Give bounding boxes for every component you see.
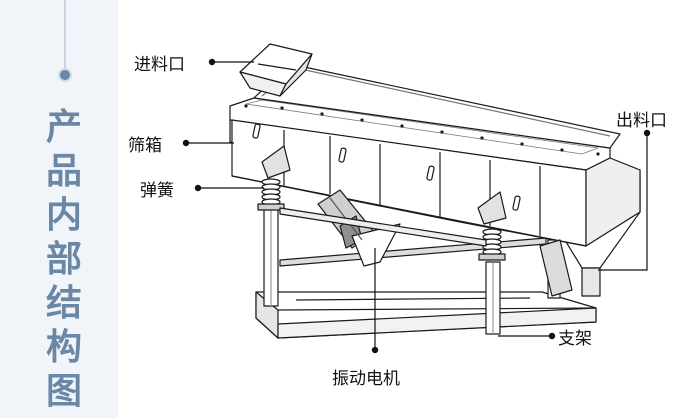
dot-icon	[194, 184, 202, 192]
dot-icon	[182, 139, 190, 147]
sidebar-panel: 产 品 内 部 结 构 图	[0, 0, 118, 418]
sidebar-title-char: 内	[45, 195, 82, 236]
dot-icon	[643, 129, 651, 137]
sidebar-title-char: 部	[45, 239, 82, 280]
sidebar-dot-icon	[58, 68, 72, 82]
base-frame	[255, 291, 597, 339]
dot-icon	[208, 58, 216, 66]
sidebar-title: 产 品 内 部 结 构 图	[38, 106, 90, 414]
side-slots	[252, 123, 521, 211]
feed-hopper	[239, 43, 313, 97]
sidebar-title-char: 品	[45, 151, 82, 192]
label-spring: 弹簧	[140, 181, 174, 201]
sidebar-line	[64, 0, 66, 70]
label-outlet: 出料口	[616, 111, 667, 131]
springs	[257, 145, 507, 261]
dot-icon	[371, 346, 379, 354]
sidebar-title-char: 图	[45, 371, 82, 412]
leader-dots	[182, 58, 651, 354]
sidebar-title-char: 结	[45, 283, 82, 324]
dot-icon	[548, 332, 556, 340]
sidebar-title-char: 构	[45, 327, 82, 368]
sidebar-title-char: 产	[45, 107, 82, 148]
label-vibration-motor: 振动电机	[332, 369, 400, 389]
leader-lines	[186, 61, 648, 350]
cross-beams	[279, 207, 573, 297]
label-support-frame: 支架	[558, 329, 592, 349]
label-screen-box: 筛箱	[128, 136, 162, 156]
label-feed-inlet: 进料口	[134, 55, 185, 75]
